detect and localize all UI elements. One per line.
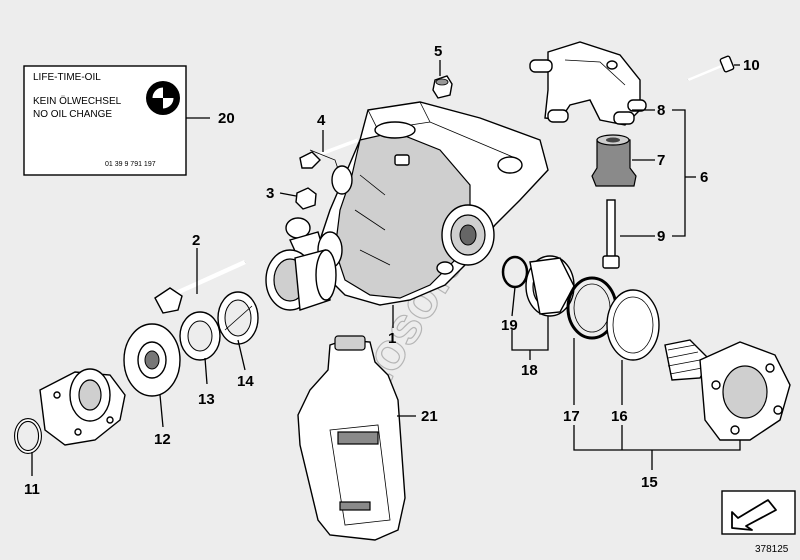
callout-4: 4: [317, 112, 326, 129]
callout-10: 10: [743, 57, 760, 74]
diagram-id: 378125: [755, 544, 789, 555]
callout-13: 13: [198, 391, 215, 408]
callout-14: 14: [237, 373, 254, 390]
part-13-seal: [179, 311, 221, 361]
part-12-shield: [123, 323, 181, 397]
part-14-ring: [217, 291, 259, 345]
callout-6: 6: [700, 169, 708, 186]
part-9-bolt: [602, 199, 620, 269]
oil-label-card: LIFE-TIME-OIL KEIN ÖLWECHSEL NO OIL CHAN…: [23, 65, 187, 176]
callout-8: 8: [657, 102, 665, 119]
nav-arrow-box[interactable]: [721, 490, 796, 535]
part-1-housing: [285, 101, 549, 306]
part-7-rubber-mount: [591, 134, 637, 187]
part-5-nut: [432, 75, 453, 99]
output-flange-far-left: [39, 368, 126, 446]
output-flange-left: [265, 249, 337, 311]
callout-7: 7: [657, 152, 665, 169]
callout-18: 18: [521, 362, 538, 379]
part-10-bolt: [687, 55, 735, 82]
part-3-nut: [295, 187, 317, 210]
callout-12: 12: [154, 431, 171, 448]
label-line3: NO OIL CHANGE: [33, 109, 112, 120]
output-shaft-flange: [664, 339, 791, 441]
callout-16: 16: [611, 408, 628, 425]
part-18-seal: [525, 255, 575, 317]
callout-19: 19: [501, 317, 518, 334]
label-line1: LIFE-TIME-OIL: [33, 72, 101, 83]
leader-lines: [31, 60, 741, 476]
part-19-ring: [501, 255, 529, 289]
callout-20: 20: [218, 110, 235, 127]
callout-21: 21: [421, 408, 438, 425]
part-21-oil-bottle: [297, 335, 406, 541]
callout-17: 17: [563, 408, 580, 425]
callout-1: 1: [388, 330, 396, 347]
bmw-roundel-icon: [146, 81, 180, 115]
part-11-circlip: [14, 418, 42, 454]
callout-11: 11: [24, 481, 40, 498]
label-line2: KEIN ÖLWECHSEL: [33, 95, 122, 107]
callout-numbers: 5 4 3 2 1 20 10 8 7 6 9 14 13 12 11 21 1…: [24, 43, 760, 498]
callout-15: 15: [641, 474, 658, 491]
part-2-bolt: [154, 259, 246, 314]
callout-9: 9: [657, 228, 665, 245]
part-8-bracket: [529, 41, 647, 126]
label-partno: 01 39 9 791 197: [105, 161, 156, 168]
callout-2: 2: [192, 232, 200, 249]
part-16-shim: [606, 289, 660, 361]
callout-5: 5: [434, 43, 442, 60]
part-4-bolt: [299, 138, 359, 169]
callout-3: 3: [266, 185, 274, 202]
arrow-icon: [731, 499, 777, 531]
